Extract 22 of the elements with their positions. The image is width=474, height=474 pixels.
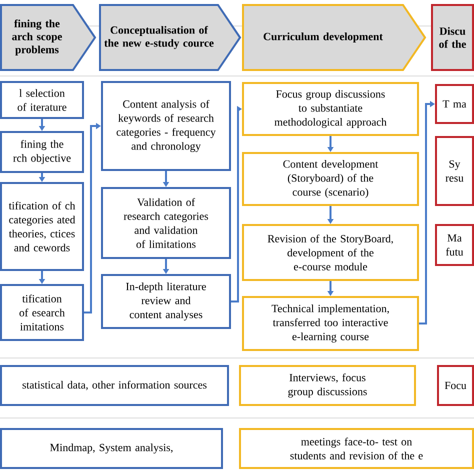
step-box: l selection of iterature bbox=[0, 81, 84, 119]
step-box: fining the rch objective bbox=[0, 131, 84, 173]
step-box: Validation of research categories and validation of limitations bbox=[101, 187, 231, 259]
step-box: meetings face-to- test on students and revision of the e bbox=[239, 428, 474, 469]
step-box: statistical data, other information sources bbox=[0, 365, 229, 406]
step-box: T ma bbox=[435, 84, 474, 124]
step-box: Interviews, focus group discussions bbox=[239, 365, 416, 406]
step-box: Content development (Storyboard) of the course (scenario) bbox=[242, 152, 419, 206]
step-box: Technical implementation, transferred too interactive e-learning course bbox=[242, 296, 419, 351]
step-box: In-depth literature review and content analyses bbox=[101, 274, 231, 329]
step-box: Revision of the StoryBoard, development of the e-course module bbox=[242, 224, 419, 281]
step-box: Focus group discussions to substantiate methodological approach bbox=[242, 82, 419, 136]
step-box: tification of ch categories ated theories, ctices and cewords bbox=[0, 182, 84, 271]
step-box: Focu bbox=[437, 365, 474, 406]
step-box: tification of esearch imitations bbox=[0, 284, 84, 341]
step-box: Content analysis of keywords of research categories - frequency and chronology bbox=[101, 81, 231, 171]
step-box: Mindmap, System analysis, bbox=[0, 428, 223, 469]
stage-banner: Curriculum development bbox=[242, 4, 426, 71]
stage-header: Discu of the bbox=[431, 4, 474, 71]
step-box: Sy resu bbox=[435, 136, 474, 206]
step-box: Ma futu bbox=[435, 224, 474, 266]
stage-banner: Conceptualisation of the new e-study cource bbox=[99, 4, 242, 71]
